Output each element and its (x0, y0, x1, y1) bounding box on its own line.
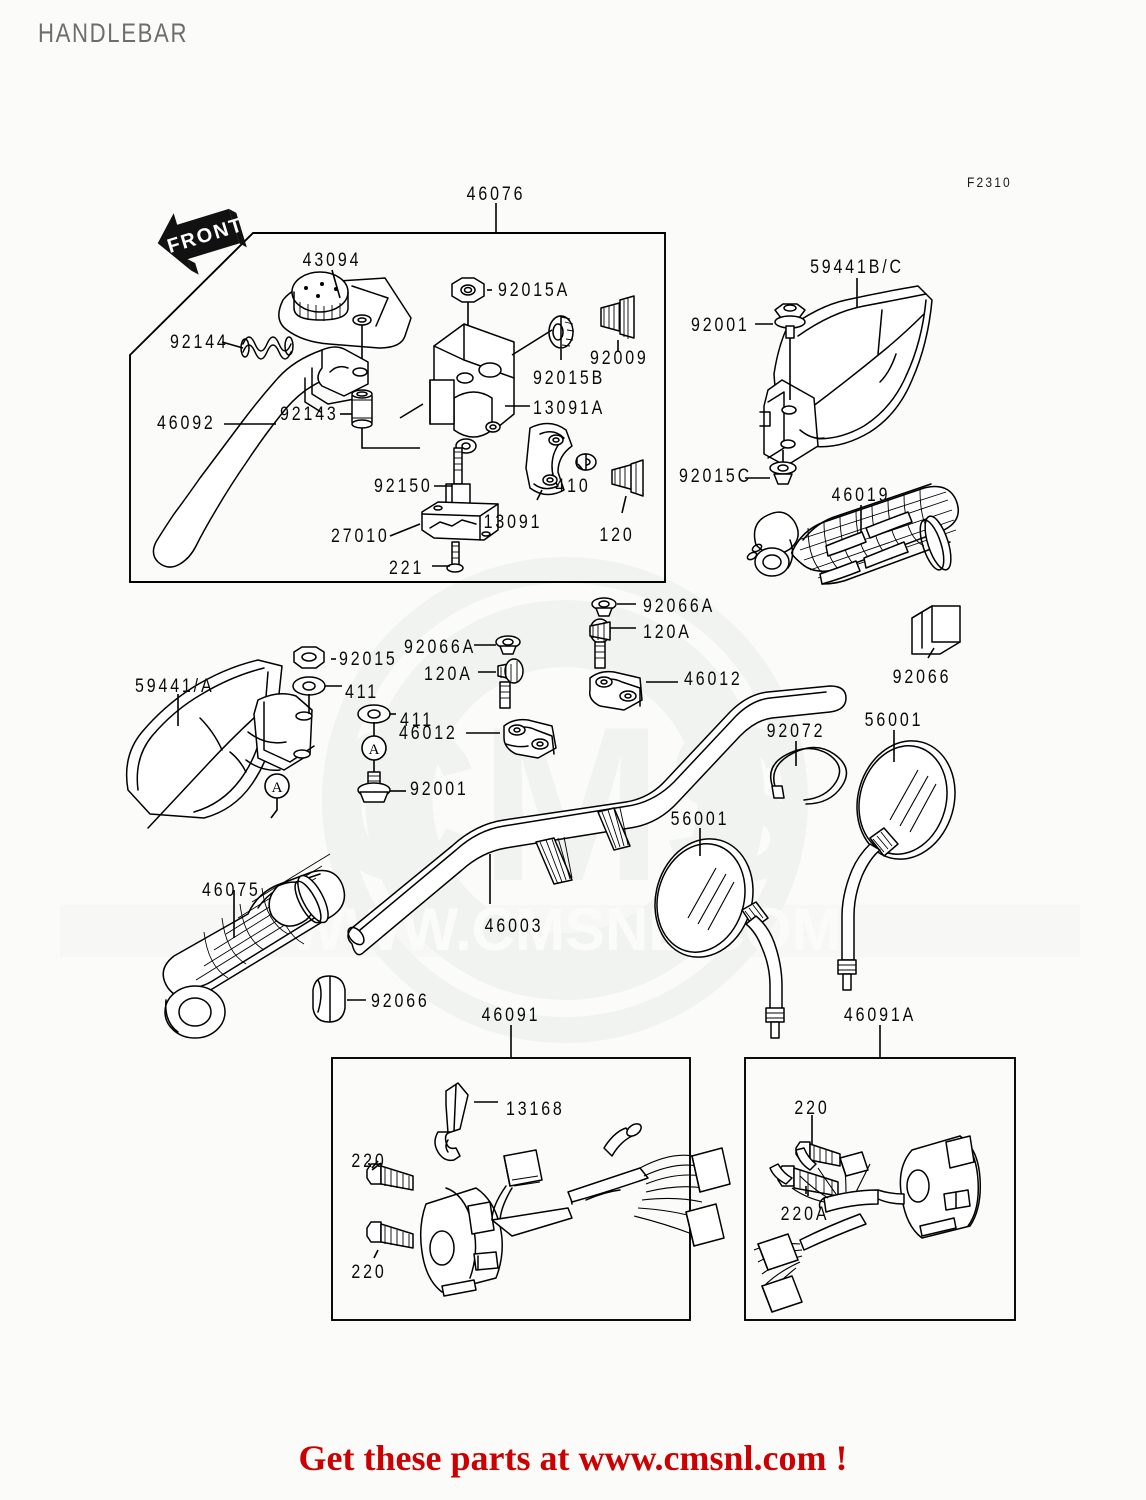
part-number-label: 220 (351, 1262, 387, 1283)
part-number-label: 13091 (483, 512, 543, 533)
part-number-label: 220 (351, 1151, 387, 1172)
part-number-label: 221 (389, 558, 425, 579)
part-number-label: 46012 (684, 669, 743, 690)
footer-promo-text: Get these parts at www.cmsnl.com ! (298, 1438, 848, 1478)
part-92150 (445, 447, 471, 511)
part-46091A-housing (753, 1135, 982, 1313)
page-title: HANDLEBAR (38, 18, 189, 48)
part-46012-left (503, 718, 557, 759)
part-number-label: 120A (643, 622, 692, 643)
reference-code: F2310 (967, 174, 1012, 190)
part-number-label: 46092 (157, 413, 216, 434)
part-120A-left (497, 658, 524, 709)
part-number-label: 92143 (280, 404, 339, 425)
part-46091-housing (419, 1123, 731, 1297)
part-43094 (278, 271, 412, 349)
part-92015-left (293, 646, 325, 669)
part-number-label: 46019 (831, 485, 891, 506)
part-92001-left (357, 771, 391, 803)
part-92015A (451, 277, 485, 303)
part-92144 (240, 336, 294, 360)
part-number-label: 92066A (404, 637, 477, 658)
part-46012-right (588, 670, 643, 711)
part-number-label: 27010 (331, 526, 390, 547)
part-411-a (292, 676, 326, 696)
part-number-label: 92015A (498, 280, 571, 301)
part-number-label: 56001 (670, 809, 730, 830)
part-number-label: 120A (424, 664, 473, 685)
part-92001-right (774, 303, 806, 339)
part-number-label: 59441B/C (810, 257, 904, 278)
part-13091A (429, 323, 515, 454)
part-number-label: 46076 (466, 184, 526, 205)
part-46092 (152, 346, 369, 568)
part-number-label: 92066 (371, 991, 430, 1012)
part-220-a (366, 1163, 414, 1191)
part-92072 (769, 746, 848, 805)
part-number-label: 46012 (399, 723, 458, 744)
part-92009 (600, 295, 635, 339)
part-92066-left (312, 975, 346, 1023)
part-number-label: 411 (400, 710, 435, 731)
part-number-label: 92072 (766, 721, 826, 742)
part-46075 (162, 853, 346, 1039)
part-number-label: 46003 (484, 916, 544, 937)
part-92066A-right (591, 597, 617, 617)
part-number-label: 46075 (202, 880, 261, 901)
part-number-label: 220A (780, 1204, 830, 1225)
part-number-label: 92015 (339, 649, 398, 670)
part-number-label: 13091A (533, 398, 606, 419)
part-92143 (351, 389, 373, 429)
part-number-label: 92009 (590, 348, 649, 369)
part-number-label: 92144 (170, 332, 229, 353)
part-411-b (357, 704, 391, 724)
part-13091 (525, 422, 573, 496)
part-number-label: 92066 (892, 667, 952, 688)
part-number-label: 410 (555, 476, 591, 497)
part-27010 (421, 501, 499, 541)
part-59441A (125, 659, 315, 829)
part-92066A-left (495, 635, 521, 655)
part-92015C (769, 461, 797, 485)
part-number-label: 92001 (691, 315, 750, 336)
part-59441BC (759, 285, 933, 467)
part-46019 (746, 483, 959, 585)
part-number-label: 92015B (533, 368, 606, 389)
part-92066-right (911, 605, 961, 655)
part-number-label: 92150 (374, 476, 433, 497)
part-number-label: 120 (599, 525, 635, 546)
part-number-label: 411 (345, 682, 380, 703)
part-number-label: 92015C (679, 466, 753, 487)
assembly-box-46076 (129, 232, 666, 583)
svg-text:A: A (272, 780, 283, 796)
part-56001-right (837, 740, 956, 991)
part-92015B (548, 315, 575, 349)
front-direction-arrow: FRONT (136, 191, 248, 287)
part-number-label: 43094 (302, 250, 362, 271)
part-56001-left (654, 838, 785, 1039)
svg-text:A: A (369, 742, 380, 758)
part-number-label: 92001 (410, 779, 469, 800)
part-number-label: 46091A (843, 1005, 917, 1026)
part-number-label: 220 (794, 1098, 830, 1119)
part-221 (446, 541, 464, 573)
part-number-label: 46091 (481, 1005, 541, 1026)
part-13168 (434, 1082, 469, 1162)
part-number-label: 13168 (506, 1099, 565, 1120)
part-220-b (366, 1221, 414, 1249)
part-410 (575, 453, 597, 471)
part-number-label: 56001 (864, 710, 924, 731)
part-120A-right (589, 618, 611, 669)
part-number-label: 92066A (643, 596, 716, 617)
part-46003 (347, 685, 847, 956)
part-number-label: 59441/A (135, 676, 215, 697)
part-120 (611, 459, 644, 497)
